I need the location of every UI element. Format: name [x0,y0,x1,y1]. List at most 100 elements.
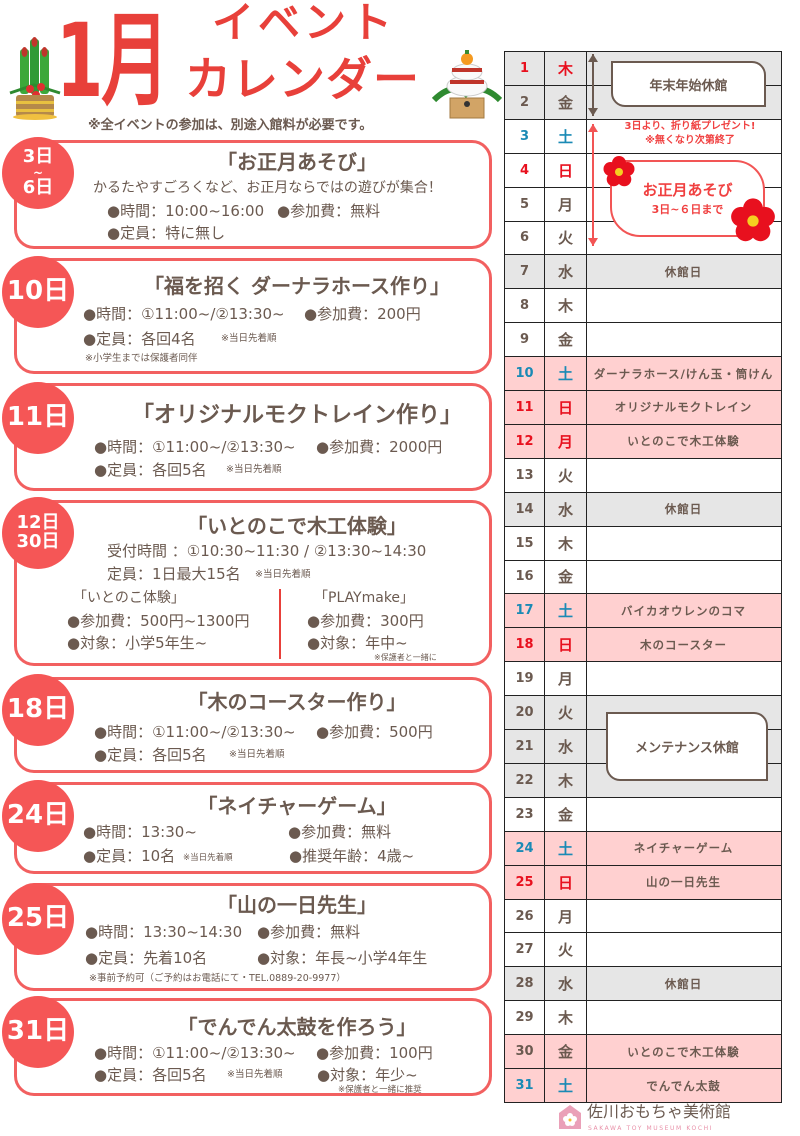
plum-blossom-icon [731,198,775,242]
event-fee: ●参加費：無料 [257,923,361,941]
museum-logo-icon [559,1105,581,1129]
calendar-event [587,459,780,492]
origami-note: 3日より、折り紙プレゼント! ※無くなり次第終了 [600,120,780,148]
calendar-event: 休館日 [664,976,703,991]
calendar-weekday: 木 [545,526,587,560]
calendar-date: 2 [505,85,545,119]
origami-note-line2: ※無くなり次第終了 [645,135,735,146]
event-note: ※事前予約可（ご予約はお電話にて・TEL.0889-20-9977） [89,973,346,984]
calendar-event [587,933,780,966]
capacity-note: ※当日先着順 [227,1069,283,1080]
date-badge: 18日 [2,674,74,746]
event-reception: 受付時間 ：①10:30~11:30 / ②13:30~14:30 [107,542,427,560]
event-capacity: ●定員：各回4名 [83,330,196,348]
date-badge: 25日 [2,883,74,955]
calendar-event [587,1001,780,1034]
event-fee: ●参加費：500円 [316,723,433,741]
event-card-oshogatsu: 「お正月あそび」 かるたやすごろくなど、お正月ならではの遊びが集合！ ●時間：1… [14,140,492,249]
calendar-event: 休館日 [664,502,703,517]
calendar-weekday: 水 [545,730,587,763]
calendar-weekday: 日 [545,628,587,662]
divider [279,589,281,659]
calendar-date: 29 [505,1001,545,1035]
sub-event-name: 「PLAYmake」 [314,590,415,606]
calendar-date: 1 [505,52,545,85]
double-arrow-icon [588,124,598,246]
calendar-date: 28 [505,967,545,1001]
calendar-date: 20 [505,696,545,730]
calendar-event: でんでん太鼓 [646,1078,721,1093]
event-time: ●時間：①11:00~/②13:30~ [83,305,285,323]
calendar-weekday: 火 [545,221,587,255]
calendar-weekday: 水 [545,255,587,289]
event-time: ●時間：10:00~16:00 [107,202,265,220]
date-badge: 3日~6日 [2,137,74,209]
event-card-nature-game: 「ネイチャーゲーム」 ●時間：13:30~ ●参加費：無料 ●定員：10名 ※当… [14,782,492,874]
event-card-mountain-teacher: 「山の一日先生」 ●時間：13:30~14:30 ●参加費：無料 ●定員：先着1… [14,883,492,991]
event-time: ●時間：①11:00~/②13:30~ [94,1044,296,1062]
event-card-dalahorse: 「福を招く ダーナラホース作り」 ●時間：①11:00~/②13:30~ ●参加… [14,258,492,374]
calendar-weekday: 火 [545,458,587,492]
calendar-weekday: 金 [545,1035,587,1069]
calendar-date: 8 [505,289,545,323]
calendar-weekday: 木 [545,52,587,85]
calendar-weekday: 金 [545,797,587,831]
sub-event-note: ※保護者と一緒に [374,653,437,662]
event-title: 「福を招く ダーナラホース作り」 [144,274,450,298]
calendar-weekday: 木 [545,1001,587,1035]
event-time: ●時間：13:30~14:30 [85,923,243,941]
admission-notice: ※全イベントの参加は、別途入館料が必要です。 [88,118,373,133]
event-capacity: ●定員：特に無し [107,224,226,242]
calendar-date: 12 [505,424,545,458]
calendar-event: ネイチャーゲーム [633,841,734,856]
event-time: ●時間：①11:00~/②13:30~ [94,438,296,456]
calendar-date: 4 [505,153,545,187]
calendar-date: 30 [505,1035,545,1069]
calendar-weekday: 月 [545,662,587,696]
event-capacity: ●定員：10名 [83,847,176,865]
calendar-weekday: 木 [545,763,587,797]
event-fee: ●参加費：200円 [304,305,421,323]
calendar-weekday: 金 [545,323,587,357]
calendar-date: 14 [505,492,545,526]
closure-label: メンテナンス休館 [635,741,739,756]
calendar-event: いとのこで木工体験 [627,434,740,449]
calendar-date: 21 [505,730,545,763]
event-target: ●対象：年少~ [317,1066,418,1084]
event-fee: ●参加費：2000円 [316,438,443,456]
calendar-weekday: 水 [545,967,587,1001]
event-capacity: ●定員：先着10名 [85,949,208,967]
event-age: ●推奨年齢：4歳~ [289,847,415,865]
event-title: 「ネイチャーゲーム」 [197,794,397,818]
calendar-weekday: 火 [545,933,587,967]
calendar-date: 17 [505,594,545,628]
calendar-date: 9 [505,323,545,357]
date-badge: 31日 [2,996,74,1068]
title-line1: イベント [212,0,397,47]
kagami-mochi-illustration [432,50,502,119]
event-desc: かるたやすごろくなど、お正月ならではの遊びが集合！ [93,180,442,196]
origami-note-line1: 3日より、折り紙プレゼント! [624,121,756,132]
calendar-weekday: 金 [545,560,587,594]
calendar-event [587,527,780,560]
calendar-weekday: 月 [545,899,587,933]
calendar-weekday: 土 [545,831,587,865]
calendar-event [587,900,780,933]
calendar-date: 13 [505,458,545,492]
calendar-date: 15 [505,526,545,560]
capacity-note: ※当日先着順 [183,853,233,863]
event-time: ●時間：①11:00~/②13:30~ [94,723,296,741]
calendar-date: 23 [505,797,545,831]
calendar-weekday: 月 [545,187,587,221]
event-title: 「いとのこで木工体験」 [187,514,407,538]
